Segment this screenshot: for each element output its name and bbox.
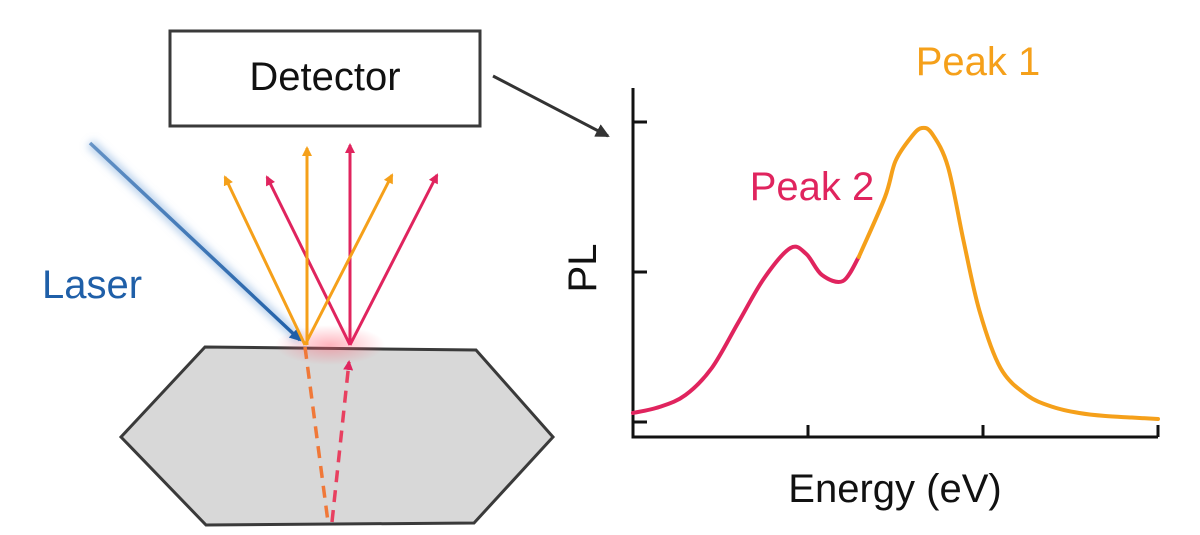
peak-1-label: Peak 1	[916, 40, 1041, 84]
emission-ray-pink-right	[348, 173, 439, 346]
emission-ray-orange-right	[303, 173, 394, 346]
detector-box	[168, 29, 482, 128]
refracted-ray-orange	[303, 346, 330, 523]
excitation-spot-glow	[275, 325, 385, 365]
internal-ray-pink	[330, 360, 354, 523]
emission-ray-orange-left	[223, 175, 307, 346]
series-line-peak-2	[631, 244, 861, 415]
x-axis-label: Energy (eV)	[788, 467, 1001, 511]
detector-label: Detector	[249, 55, 400, 99]
crystal	[118, 345, 556, 527]
pl-spectrum-chart: Peak 1 Peak 2 Energy (eV) PL	[561, 40, 1160, 511]
detector-to-chart-arrow	[492, 74, 610, 138]
chart-series	[631, 125, 1160, 421]
emission-rays	[223, 143, 439, 346]
laser-beam	[86, 139, 304, 344]
laser-beam-line	[88, 141, 302, 342]
peak-2-label: Peak 2	[750, 165, 875, 209]
detector: Detector	[168, 29, 482, 128]
series-line-peak-1	[856, 125, 1160, 421]
chart-axes	[631, 88, 1160, 439]
laser-label: Laser	[42, 263, 142, 307]
y-axis-label: PL	[561, 244, 605, 293]
